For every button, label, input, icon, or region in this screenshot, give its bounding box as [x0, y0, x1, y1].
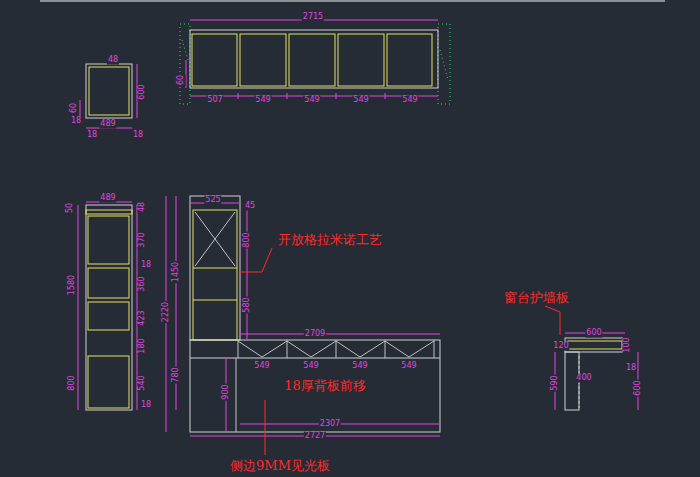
dimension-value: 18 [625, 364, 637, 373]
annotation-note: 侧边9MM见光板 [229, 459, 331, 473]
dimension-value: 590 [551, 374, 560, 391]
dimension-value: 780 [172, 366, 181, 383]
dimension-value: 2220 [162, 301, 171, 323]
dimension-value: 549 [254, 96, 271, 105]
dimension-value: 45 [244, 202, 256, 211]
dimension-value: 400 [575, 374, 592, 383]
dimension-value: 2307 [319, 420, 341, 429]
dimension-value: 540 [138, 374, 147, 391]
dimension-value: 18 [140, 261, 152, 270]
dimension-value: 60 [70, 102, 79, 114]
dimension-value: 507 [206, 96, 223, 105]
dimension-value: 18 [86, 131, 98, 140]
dimension-value: 549 [302, 362, 319, 371]
dimension-value: 100 [623, 336, 632, 353]
dimension-value: 600 [585, 329, 602, 338]
dimension-value: 423 [138, 309, 147, 326]
dimension-value: 1450 [172, 261, 181, 283]
dimension-value: 180 [138, 337, 147, 354]
dimension-value: 549 [352, 96, 369, 105]
dimension-value: 489 [99, 194, 116, 203]
dimension-value: 60 [177, 74, 186, 86]
annotation-note: 开放格拉米诺工艺 [277, 233, 383, 247]
dimension-value: 1580 [68, 274, 77, 296]
dimension-value: 18 [132, 131, 144, 140]
dimension-value: 549 [253, 362, 270, 371]
dimension-value: 360 [138, 275, 147, 292]
annotation-note: 18厚背板前移 [283, 379, 367, 393]
dimension-value: 2709 [304, 330, 326, 339]
dimension-value: 18 [140, 401, 152, 410]
dimension-value: 2715 [302, 13, 324, 22]
dimension-value: 120 [552, 342, 569, 351]
annotation-note: 窗台护墙板 [503, 291, 570, 305]
dimension-value: 370 [138, 231, 147, 248]
dimension-value: 580 [243, 296, 252, 313]
dimension-value: 489 [99, 120, 116, 129]
dimension-value: 48 [138, 201, 147, 213]
dimension-value: 2727 [304, 432, 326, 441]
dimension-value: 18 [70, 117, 82, 126]
dimension-value: 48 [107, 56, 119, 65]
dimension-value: 525 [204, 196, 221, 205]
dimension-value: 900 [222, 383, 231, 400]
dimension-value: 800 [243, 231, 252, 248]
dimension-value: 549 [400, 362, 417, 371]
dimension-value: 600 [138, 83, 147, 100]
dimension-value: 549 [351, 362, 368, 371]
dimension-value: 800 [68, 374, 77, 391]
dimension-value: 600 [634, 379, 643, 396]
dimension-value: 549 [303, 96, 320, 105]
dimension-value: 50 [66, 202, 75, 214]
dimension-value: 549 [401, 96, 418, 105]
